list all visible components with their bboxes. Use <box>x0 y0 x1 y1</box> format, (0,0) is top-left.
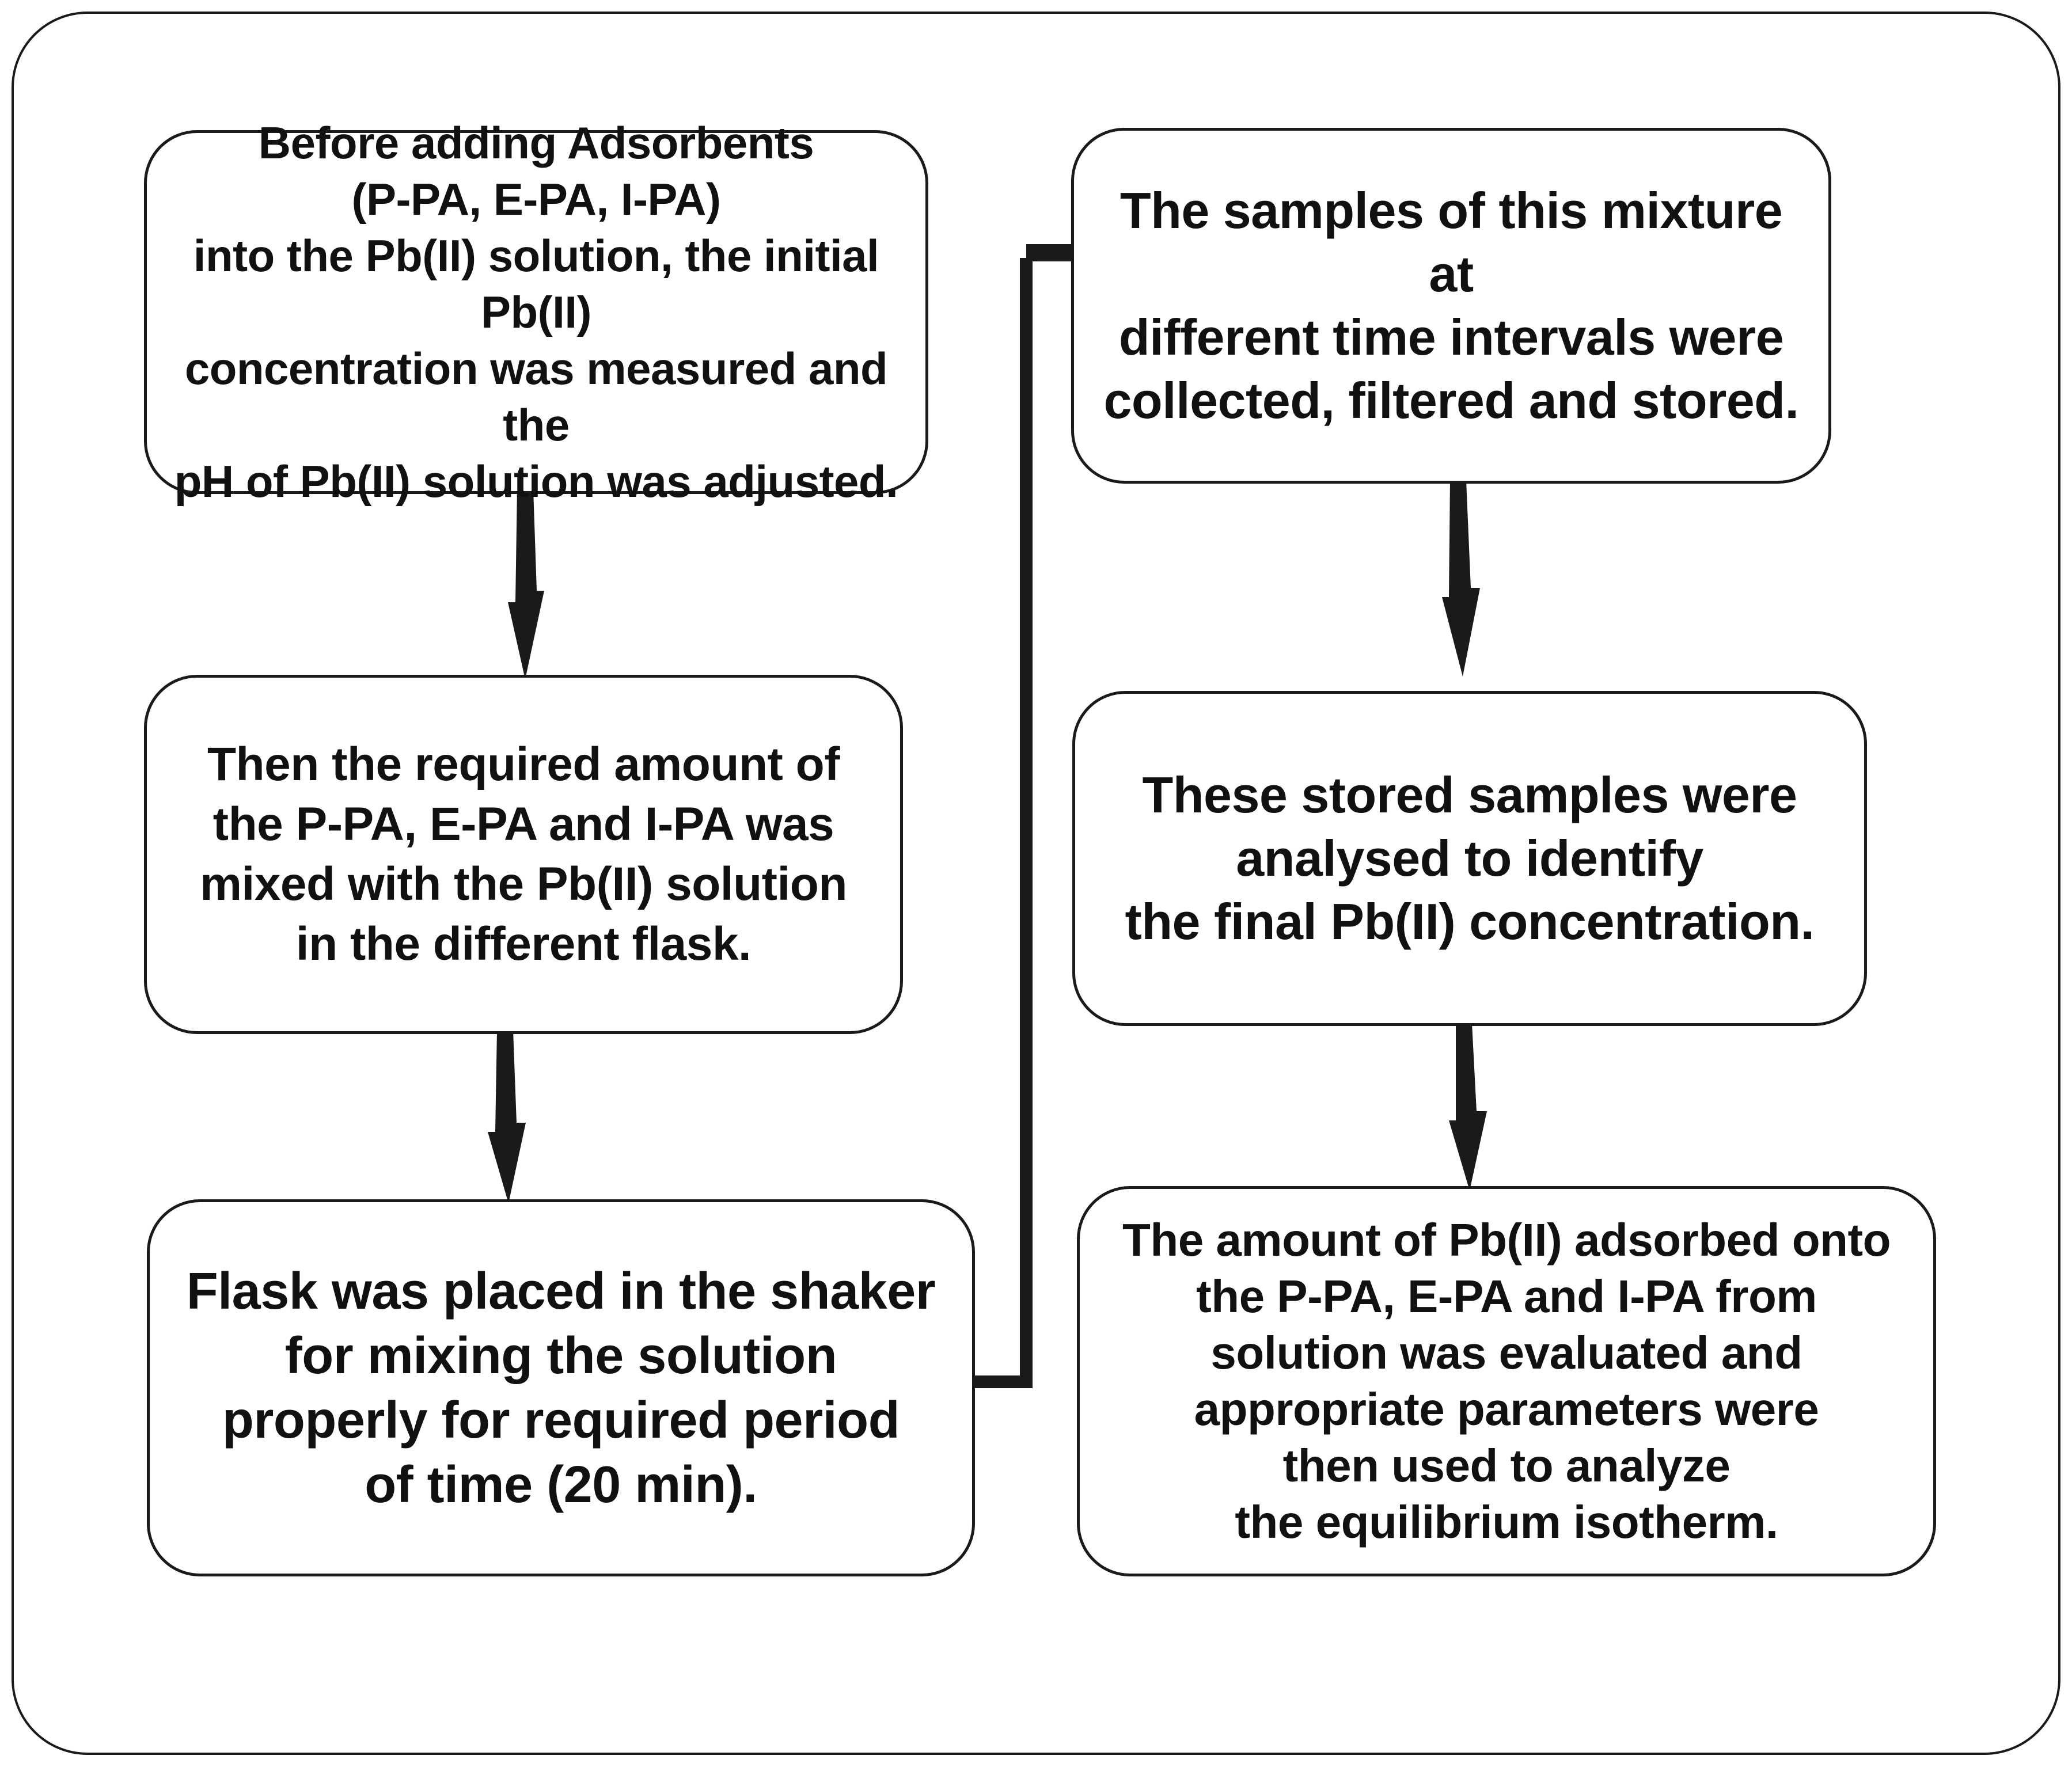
flow-node-step-2[interactable]: Then the required amount of the P-PA, E-… <box>144 675 903 1034</box>
flow-node-step-3-label: Flask was placed in the shaker for mixin… <box>186 1262 936 1514</box>
arrow-step4-to-step5-icon <box>1442 481 1480 677</box>
flow-node-step-6-label: The amount of Pb(II) adsorbed onto the P… <box>1122 1214 1891 1548</box>
flow-node-step-2-label: Then the required amount of the P-PA, E-… <box>200 738 847 970</box>
arrow-step5-to-step6-icon <box>1449 1024 1487 1191</box>
flow-node-step-3[interactable]: Flask was placed in the shaker for mixin… <box>147 1199 975 1576</box>
flow-node-step-4[interactable]: The samples of this mixture at different… <box>1071 128 1831 484</box>
arrow-step1-to-step2-icon <box>508 489 544 679</box>
flow-node-step-6[interactable]: The amount of Pb(II) adsorbed onto the P… <box>1077 1186 1936 1576</box>
flow-node-step-5-label: These stored samples were analysed to id… <box>1125 766 1815 950</box>
flow-node-step-1-label: Before adding Adsorbents (P-PA, E-PA, I-… <box>174 117 898 507</box>
flow-node-step-5[interactable]: These stored samples were analysed to id… <box>1072 691 1867 1026</box>
flow-node-step-1[interactable]: Before adding Adsorbents (P-PA, E-PA, I-… <box>144 117 928 507</box>
flow-node-step-4-label: The samples of this mixture at different… <box>1103 182 1799 429</box>
arrow-step2-to-step3-icon <box>488 1031 526 1203</box>
